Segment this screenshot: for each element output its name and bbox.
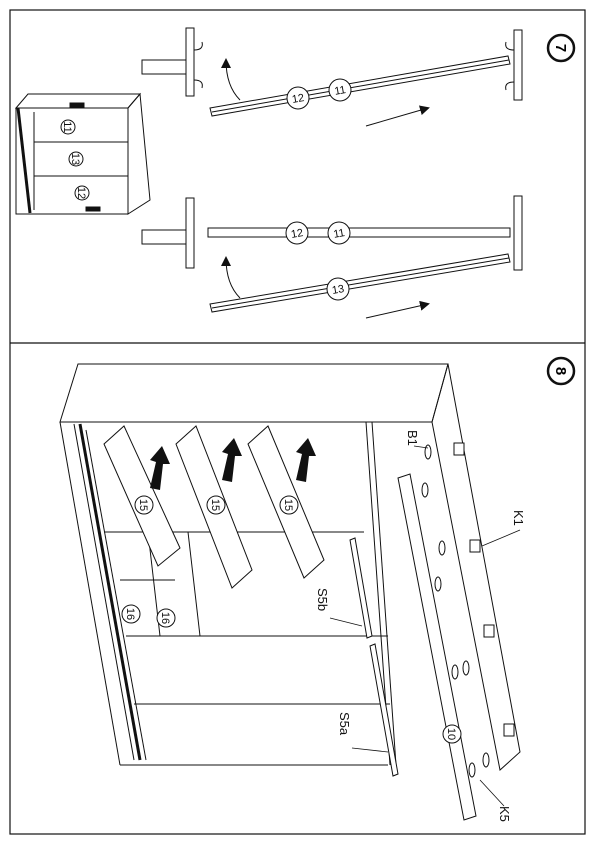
- shelf-labels: 15 15 15 16 16: [121, 495, 299, 628]
- fittings: [421, 442, 515, 778]
- insert-arrows: [150, 438, 316, 490]
- step-7-panel: 7 11 13 12: [14, 27, 576, 319]
- rail-label-12-bottom: 12: [290, 227, 304, 241]
- drawer-label-16-b: 16: [159, 612, 171, 624]
- step-7-badge: 7: [546, 33, 576, 63]
- part-label-k5: K5: [497, 806, 512, 822]
- part-callouts: [329, 445, 521, 807]
- drawer-label-middle: 13: [69, 153, 81, 165]
- hanging-rods: [349, 537, 399, 777]
- part-label-k1: K1: [511, 510, 526, 526]
- shelf-label-2: 15: [209, 499, 221, 511]
- shelf-label-3: 15: [282, 499, 294, 511]
- rail-assembly-top: [141, 27, 523, 127]
- rail-label-13: 13: [331, 283, 345, 297]
- step-8-number: 8: [552, 367, 569, 375]
- drawer-label-top: 11: [61, 121, 73, 132]
- rail-assembly-bottom: [141, 195, 523, 319]
- part-label-b1: B1: [405, 430, 420, 446]
- step-8-badge: 8: [546, 356, 576, 386]
- page-frame: [9, 9, 586, 835]
- step-8-panel: 8: [59, 356, 576, 822]
- rail-label-11-bottom: 11: [333, 227, 346, 241]
- part-label-s5b: S5b: [315, 588, 330, 611]
- drawer-label-bottom: 12: [75, 187, 87, 199]
- cabinet-drawers-view: [14, 92, 151, 215]
- rail-label-12-top: 12: [291, 92, 305, 106]
- shelf-label-1: 15: [137, 499, 149, 511]
- drawer-label-16-a: 16: [124, 608, 136, 620]
- step-7-number: 7: [552, 44, 569, 52]
- cross-bar: [397, 473, 477, 821]
- part-label-s5a: S5a: [337, 712, 352, 736]
- bar-label-10: 10: [445, 728, 457, 740]
- rail-label-11-top: 11: [334, 84, 347, 98]
